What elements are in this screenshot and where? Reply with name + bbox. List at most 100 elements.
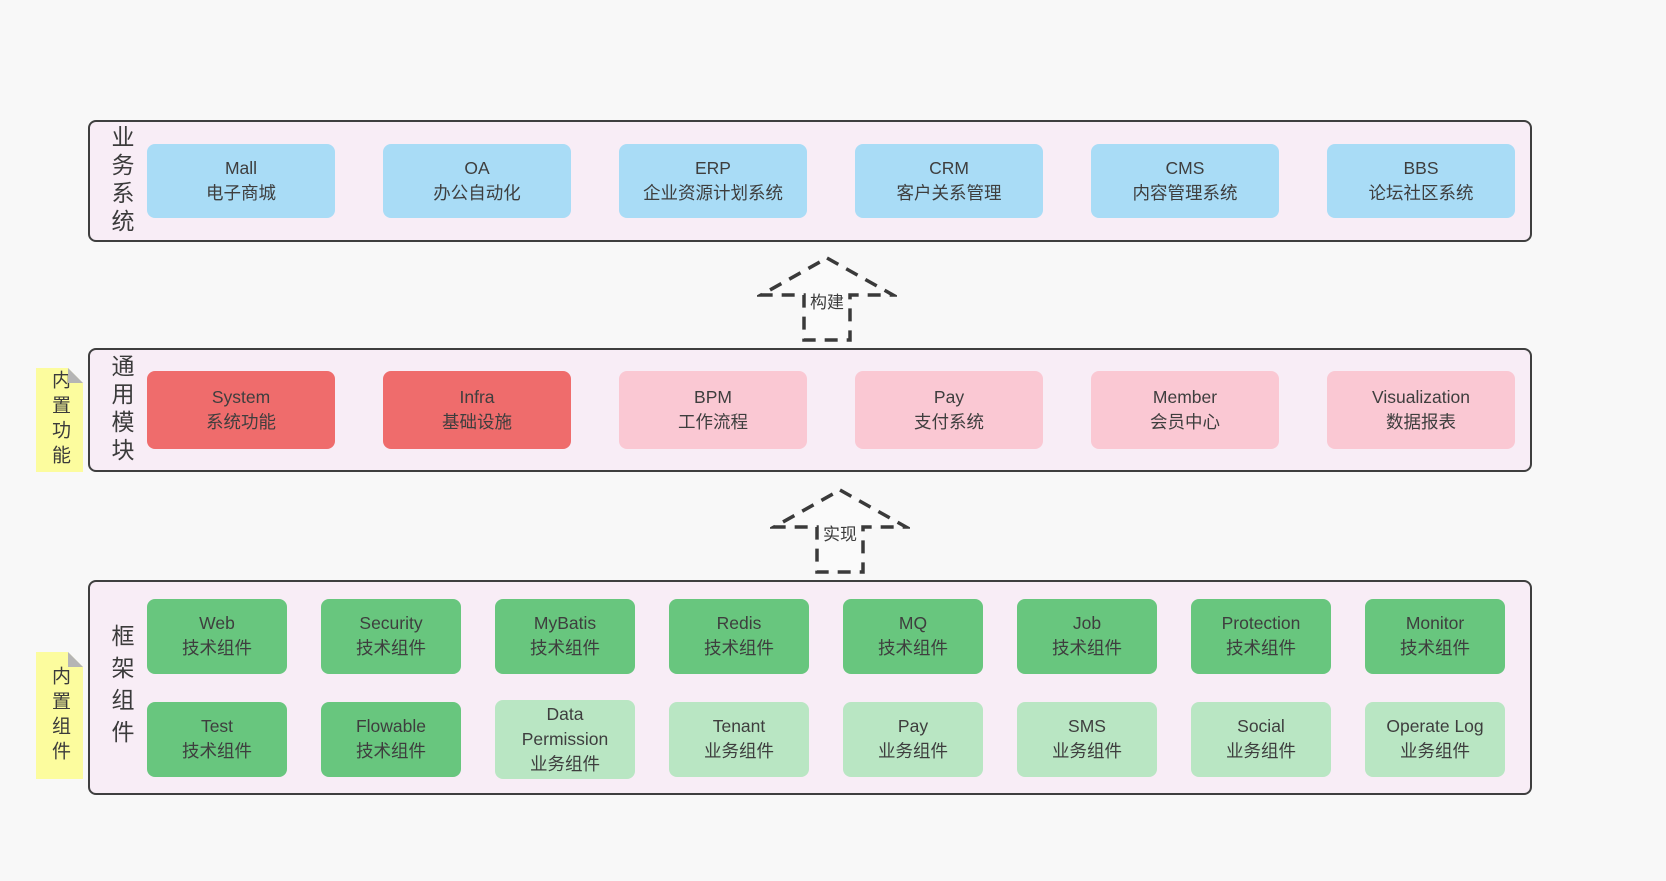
arrow-implement-label: 实现: [820, 523, 860, 547]
panel-framework-components: 框架组件 Web 技术组件 Security 技术组件 MyBatis 技术组件…: [88, 580, 1532, 795]
sticky-note-text: 内置功能: [49, 370, 70, 470]
module-subtitle: 企业资源计划系统: [643, 183, 783, 203]
component-box: Security 技术组件: [321, 598, 461, 674]
component-subtitle: 技术组件: [356, 741, 426, 761]
module-title: System: [211, 387, 271, 407]
module-title: OA: [464, 158, 490, 178]
folded-corner-icon: [68, 652, 83, 667]
component-subtitle: 技术组件: [1052, 638, 1122, 658]
sticky-note-text: 内置组件: [49, 665, 70, 766]
arrow-build-label: 构建: [807, 291, 847, 315]
component-subtitle: 业务组件: [878, 741, 948, 761]
business-systems-box-row: Mall 电子商城 OA 办公自动化 ERP 企业资源计划系统 CRM 客户关系…: [147, 144, 1533, 218]
module-box: System 系统功能: [147, 371, 335, 449]
component-box: Protection 技术组件: [1191, 598, 1331, 674]
component-title: Test: [200, 716, 234, 736]
arrow-build: 构建: [757, 255, 897, 343]
common-modules-box-row: System 系统功能 Infra 基础设施 BPM 工作流程 Pay 支付系统…: [147, 371, 1533, 449]
component-subtitle: 业务组件: [1400, 741, 1470, 761]
component-subtitle: 技术组件: [182, 638, 252, 658]
module-subtitle: 论坛社区系统: [1368, 183, 1474, 203]
component-box: Redis 技术组件: [669, 598, 809, 674]
module-title: Pay: [933, 387, 965, 407]
component-box: Web 技术组件: [147, 598, 287, 674]
component-box: Monitor 技术组件: [1365, 598, 1505, 674]
component-subtitle: 技术组件: [1400, 638, 1470, 658]
module-title: Infra: [459, 387, 495, 407]
module-box: CRM 客户关系管理: [855, 144, 1043, 218]
component-subtitle: 技术组件: [704, 638, 774, 658]
component-subtitle: 技术组件: [182, 741, 252, 761]
module-title: Visualization: [1372, 387, 1470, 407]
component-title: Security: [359, 613, 423, 633]
component-box: MQ 技术组件: [843, 598, 983, 674]
section-label-common-modules: 通用模块: [108, 354, 134, 466]
module-box: Member 会员中心: [1091, 371, 1279, 449]
component-box: Test 技术组件: [147, 701, 287, 777]
module-subtitle: 数据报表: [1386, 412, 1456, 432]
module-subtitle: 工作流程: [678, 412, 748, 432]
module-box: CMS 内容管理系统: [1091, 144, 1279, 218]
module-subtitle: 内容管理系统: [1132, 183, 1238, 203]
component-subtitle: 技术组件: [1226, 638, 1296, 658]
module-subtitle: 会员中心: [1150, 412, 1220, 432]
module-box: Pay 支付系统: [855, 371, 1043, 449]
component-box: Data Permission 业务组件: [495, 699, 635, 779]
component-box: Operate Log 业务组件: [1365, 701, 1505, 777]
component-subtitle: 技术组件: [878, 638, 948, 658]
module-subtitle: 办公自动化: [433, 183, 521, 203]
component-box: SMS 业务组件: [1017, 701, 1157, 777]
component-subtitle: 业务组件: [530, 753, 600, 774]
module-box: Infra 基础设施: [383, 371, 571, 449]
component-title: Job: [1072, 613, 1102, 633]
component-title: Pay: [897, 716, 929, 736]
module-title: BPM: [694, 387, 732, 407]
panel-business-systems: 业务系统 Mall 电子商城 OA 办公自动化 ERP 企业资源计划系统 CRM…: [88, 120, 1532, 242]
section-label-framework-components: 框架组件: [108, 623, 134, 752]
component-box: Pay 业务组件: [843, 701, 983, 777]
arrow-implement: 实现: [770, 487, 910, 575]
module-subtitle: 客户关系管理: [896, 183, 1002, 203]
component-box: Tenant 业务组件: [669, 701, 809, 777]
component-title: Social: [1237, 716, 1285, 736]
component-title: Flowable: [355, 716, 427, 736]
component-title: Tenant: [712, 716, 766, 736]
component-title: Web: [199, 613, 235, 633]
module-title: CRM: [929, 158, 969, 178]
component-box: Social 业务组件: [1191, 701, 1331, 777]
module-title: ERP: [695, 158, 731, 178]
module-box: ERP 企业资源计划系统: [619, 144, 807, 218]
component-box: Flowable 技术组件: [321, 701, 461, 777]
component-title: Redis: [716, 613, 762, 633]
module-title: CMS: [1165, 158, 1205, 178]
module-subtitle: 系统功能: [206, 412, 276, 432]
module-subtitle: 电子商城: [206, 183, 276, 203]
module-subtitle: 支付系统: [914, 412, 984, 432]
module-box: Mall 电子商城: [147, 144, 335, 218]
sticky-note-builtin-features: 内置功能: [36, 368, 83, 472]
module-box: BPM 工作流程: [619, 371, 807, 449]
module-box: BBS 论坛社区系统: [1327, 144, 1515, 218]
component-subtitle: 业务组件: [1052, 741, 1122, 761]
section-label-business-systems: 业务系统: [108, 125, 134, 237]
component-title: SMS: [1068, 716, 1106, 736]
component-subtitle: 业务组件: [1226, 741, 1296, 761]
folded-corner-icon: [68, 368, 83, 383]
component-box: MyBatis 技术组件: [495, 598, 635, 674]
module-subtitle: 基础设施: [442, 412, 512, 432]
component-title: MyBatis: [533, 613, 597, 633]
component-box: Job 技术组件: [1017, 598, 1157, 674]
module-box: OA 办公自动化: [383, 144, 571, 218]
module-box: Visualization 数据报表: [1327, 371, 1515, 449]
sticky-note-builtin-components: 内置组件: [36, 652, 83, 779]
module-title: Mall: [224, 158, 258, 178]
component-title: Operate Log: [1386, 716, 1484, 736]
component-title: Protection: [1221, 613, 1301, 633]
module-title: Member: [1152, 387, 1218, 407]
component-subtitle: 技术组件: [530, 638, 600, 658]
component-title: Monitor: [1405, 613, 1465, 633]
component-title: MQ: [898, 613, 928, 633]
component-title: Data Permission: [521, 703, 609, 749]
module-title: BBS: [1403, 158, 1439, 178]
